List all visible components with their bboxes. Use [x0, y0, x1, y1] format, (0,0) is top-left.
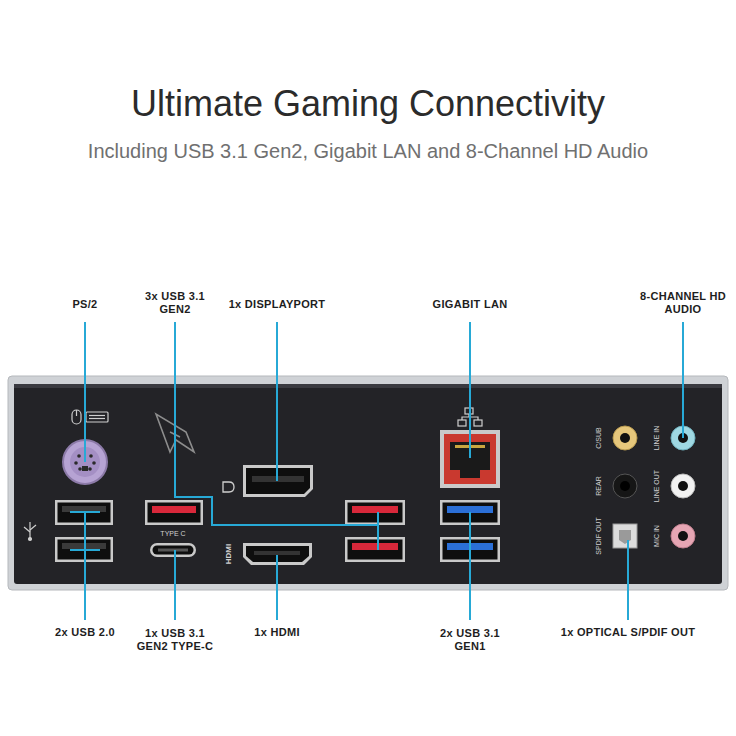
panel-marking: C/SUB	[595, 427, 603, 448]
leader-line	[84, 512, 86, 620]
panel-marking: TYPE C	[160, 530, 185, 538]
callout-label: 1x HDMI	[254, 626, 300, 639]
callout-label: GIGABIT LAN	[433, 298, 508, 311]
displayport-icon	[223, 482, 234, 492]
usb-symbol	[24, 522, 36, 541]
callout-label: PS/2	[72, 298, 97, 311]
leader-lines	[70, 322, 683, 620]
callout-label: 1x USB 3.1 GEN2 TYPE-C	[129, 627, 221, 653]
leader-line	[377, 512, 379, 550]
callout-label: 1x DISPLAYPORT	[229, 298, 326, 311]
audio-jack	[671, 474, 695, 498]
leader-line	[70, 511, 100, 513]
leader-line	[174, 550, 176, 620]
panel-marking: HDMI	[224, 544, 234, 564]
leader-line	[469, 322, 471, 458]
audio-jack	[671, 524, 695, 548]
subtitle: Including USB 3.1 Gen2, Gigabit LAN and …	[88, 139, 648, 163]
callout-label: 2x USB 3.1 GEN1	[432, 627, 508, 653]
io-bracket	[8, 376, 728, 590]
panel-marking: SPDIF OUT	[595, 517, 603, 554]
leader-line	[682, 322, 684, 438]
leader-line	[469, 512, 471, 620]
callout-label: 3x USB 3.1 GEN2	[137, 290, 213, 316]
audio-jack	[613, 474, 637, 498]
usb31-gen2-port	[345, 537, 405, 562]
panel-marking: MIC IN	[653, 525, 661, 547]
callout-label: 8-CHANNEL HD AUDIO	[640, 290, 726, 316]
leader-line	[276, 322, 278, 481]
panel-marking: LINE OUT	[653, 470, 661, 502]
title: Ultimate Gaming Connectivity	[131, 83, 605, 125]
callout-label: 2x USB 2.0	[55, 626, 115, 639]
ps2-icon	[72, 410, 108, 424]
leader-line	[627, 540, 629, 620]
optical-port	[613, 524, 637, 548]
type-c-port	[150, 543, 196, 557]
plate-edge	[14, 384, 722, 388]
panel-marking: LINE IN	[653, 426, 661, 451]
leader-line	[276, 555, 278, 620]
leader-line	[70, 549, 100, 551]
leader-line	[84, 322, 86, 462]
audio-jack	[613, 426, 637, 450]
usb31-gen2-port	[145, 500, 203, 525]
callout-label: 1x OPTICAL S/PDIF OUT	[561, 626, 695, 639]
usb31-gen2-port	[345, 500, 405, 525]
panel-marking: REAR	[595, 476, 603, 495]
io-plate	[14, 384, 722, 584]
leader-line	[175, 322, 378, 525]
